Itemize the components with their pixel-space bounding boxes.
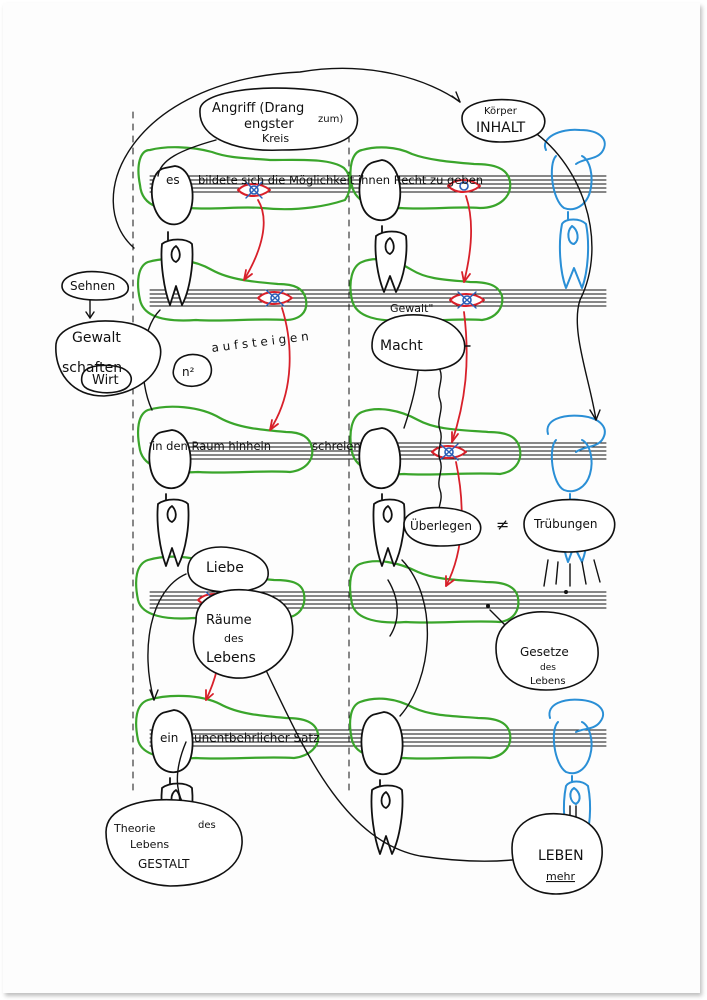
eye-r1-left: [237, 181, 271, 199]
green-bubbles: [135, 146, 522, 760]
label-sehnen: Sehnen: [70, 279, 115, 293]
green-bubble-r4-right: [349, 560, 520, 624]
red-arrow-4: [451, 311, 468, 443]
green-bubble-r1-left: [137, 146, 352, 211]
figure-r5-right: [360, 711, 404, 855]
truebungen-spikes: [543, 559, 601, 587]
oval-koerper: [461, 98, 546, 143]
label-aufsteigen: a u f s t e i g e n: [211, 329, 310, 355]
label-ein: ein: [160, 731, 178, 745]
red-arrow-2: [463, 195, 472, 283]
figure-r3-left: [148, 429, 192, 567]
label-n2: n²: [182, 365, 195, 379]
label-angriff-line1: Angriff (Drang: [212, 101, 304, 116]
label-raeume: Räume: [206, 613, 252, 628]
label-mehr: mehr: [546, 870, 575, 883]
label-angriff-line2: engster: [244, 117, 294, 132]
label-schaften: schaften: [62, 360, 122, 376]
oval-truebungen: [523, 498, 616, 553]
eye-r2-left: [257, 289, 293, 307]
label-raeume-lebens: Lebens: [206, 650, 256, 666]
oval-n2: [172, 353, 213, 388]
label-phrase-top: bildete sich die Möglichkeit ihnen Recht…: [198, 173, 483, 187]
green-bubble-r3-right: [349, 408, 522, 476]
label-raum: in den Raum hinhein: [152, 439, 271, 453]
angriff-to-bubble: [157, 139, 217, 177]
label-liebe: Liebe: [206, 560, 244, 576]
label-ueberlegen: Überlegen: [410, 517, 472, 533]
label-schreien: schreien: [312, 439, 361, 453]
label-angriff-zum: zum): [318, 114, 343, 125]
figure-r1-left: [150, 165, 194, 306]
label-leben: LEBEN: [538, 848, 584, 864]
label-gesetze-des: des: [540, 663, 556, 673]
staff-row-2: [149, 289, 607, 307]
note-dot-1: [486, 604, 490, 608]
label-gesetze: Gesetze: [520, 645, 569, 659]
green-bubble-r5-left: [135, 694, 320, 760]
label-gestalt: GESTALT: [138, 857, 190, 871]
label-macht: Macht: [380, 338, 423, 354]
eye-r1-right: [447, 179, 481, 193]
label-gesetze-lebens: Lebens: [530, 676, 566, 687]
figure-r4-curve: [147, 573, 187, 701]
red-arrow-3: [269, 307, 291, 431]
label-neq: ≠: [496, 515, 509, 534]
green-bubble-r2-right: [349, 258, 504, 322]
right-arm-curve-r4: [387, 579, 398, 637]
label-theorie-des: des: [198, 820, 216, 831]
oval-liebe: [187, 546, 269, 593]
note-dot-2: [564, 590, 568, 594]
label-wirt: Wirt: [92, 373, 119, 388]
arc-to-right-figure: [527, 127, 597, 421]
oval-ueberlegen: [403, 506, 482, 547]
label-gewalt-quote: Gewalt": [390, 302, 433, 315]
label-inhalt: INHALT: [476, 120, 526, 136]
label-es: es: [166, 173, 180, 187]
wavy-line: [436, 369, 442, 521]
eye-r2-right: [449, 291, 485, 309]
figure-r3-right-curve: [399, 559, 428, 717]
eyes: [197, 179, 485, 609]
big-arc-top: [112, 67, 461, 249]
label-theorie-lebens: Lebens: [130, 838, 169, 851]
green-bubble-r2-left: [137, 258, 308, 322]
oval-macht: [371, 314, 466, 372]
green-bubble-r1-right: [349, 146, 512, 210]
green-bubble-r3-left: [137, 405, 314, 474]
label-satz: unentbehrlicher Satz: [194, 731, 319, 745]
oval-sehnen: [61, 270, 129, 301]
label-angriff-line3: Kreis: [262, 132, 289, 145]
oval-gesetze: [495, 611, 599, 691]
figure-r1-right: [358, 159, 408, 293]
green-bubble-r5-right: [349, 697, 512, 760]
red-arrow-1: [243, 199, 265, 281]
eye-r3-right: [431, 443, 467, 461]
oval-angriff: [199, 87, 359, 151]
label-koerper: Körper: [484, 106, 518, 117]
blue-figure-top: [543, 128, 606, 289]
label-truebungen: Trübungen: [533, 517, 598, 531]
label-ovals: [55, 87, 616, 895]
label-raeume-des: des: [224, 632, 244, 645]
label-theorie: Theorie: [113, 822, 156, 835]
oval-theorie: [105, 798, 243, 887]
oval-leben: [511, 812, 603, 895]
oval-wirt: [80, 364, 132, 394]
label-gewalt: Gewalt: [72, 330, 121, 346]
liebe-to-leben: [261, 661, 513, 862]
figure-r3-right: [358, 427, 406, 567]
oval-raeume: [192, 588, 294, 679]
